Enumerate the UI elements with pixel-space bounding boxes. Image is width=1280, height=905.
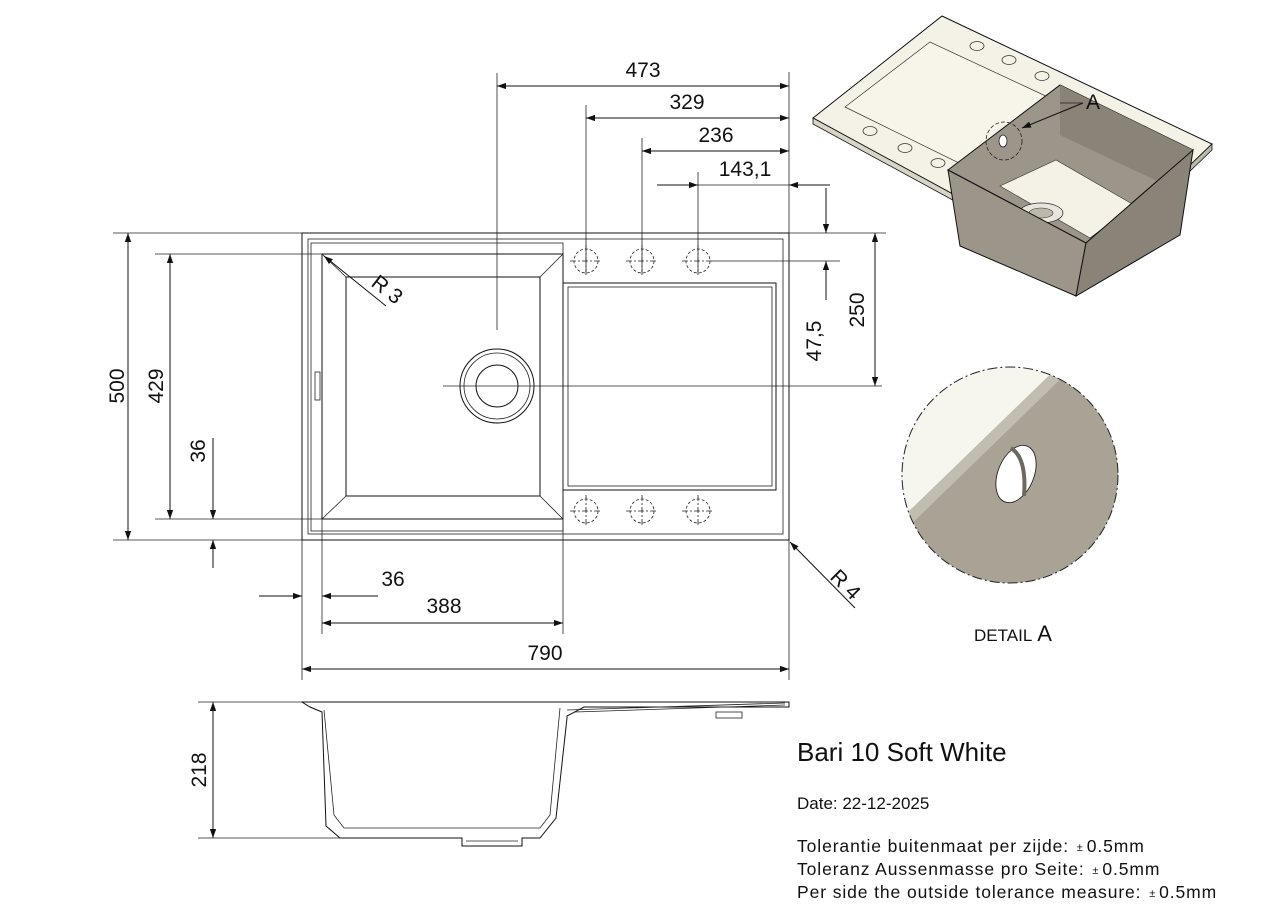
detail-marker-label: A (1086, 91, 1100, 114)
radius-callouts: R 3 R 4 (323, 255, 865, 609)
sink-inner-outline (307, 238, 784, 535)
iso-tap-holes (862, 41, 1050, 168)
tap-hole (570, 495, 602, 527)
radius-r4: R 4 (825, 565, 865, 605)
bottom-dimensions: 36 388 790 (259, 568, 789, 673)
tolerance-line-de: Toleranz Aussenmasse pro Seite: ±0.5mm (797, 859, 1160, 880)
tolerance-line-nl: Tolerantie buitenmaat per zijde: ±0.5mm (797, 836, 1145, 857)
side-clip (715, 711, 743, 719)
drainer (562, 282, 777, 491)
tolerance-text: Per side the outside tolerance measure: (797, 882, 1142, 902)
dim-790: 790 (527, 642, 562, 665)
dim-500: 500 (106, 368, 129, 403)
drawing-date: Date: 22-12-2025 (797, 794, 930, 813)
plus-minus-sign: ± (1092, 865, 1100, 877)
top-dimensions: 473 329 236 143,1 (497, 59, 830, 189)
dim-473: 473 (625, 59, 660, 82)
dim-329: 329 (669, 91, 704, 114)
tolerance-value: 0.5mm (1159, 882, 1218, 902)
tolerance-value: 0.5mm (1102, 859, 1161, 879)
tolerance-text: Toleranz Aussenmasse pro Seite: (797, 859, 1085, 879)
right-dimensions: 47,5 250 (803, 188, 879, 386)
dim-36-horizontal: 36 (381, 568, 404, 591)
tolerance-text: Tolerantie buitenmaat per zijde: (797, 836, 1069, 856)
plus-minus-sign: ± (1076, 842, 1084, 854)
dim-36-vertical: 36 (187, 439, 210, 462)
overflow-slot (314, 371, 321, 401)
left-dimensions: 500 429 36 (106, 233, 217, 568)
dim-47-5: 47,5 (803, 321, 826, 362)
tap-hole (626, 495, 658, 527)
dim-250: 250 (846, 292, 869, 327)
tolerance-value: 0.5mm (1086, 836, 1145, 856)
dim-388: 388 (426, 595, 461, 618)
tolerance-line-en: Per side the outside tolerance measure: … (797, 882, 1217, 903)
product-title: Bari 10 Soft White (797, 737, 1007, 767)
bowl (310, 242, 564, 532)
plan-view: 473 329 236 143,1 500 429 36 47,5 (106, 59, 886, 680)
dim-429: 429 (145, 368, 168, 403)
plus-minus-sign: ± (1149, 888, 1157, 900)
tap-hole (682, 495, 714, 527)
isometric-view: A (812, 15, 1213, 297)
side-view: 218 (188, 701, 790, 847)
dim-236: 236 (698, 124, 733, 147)
sink-outline (301, 232, 790, 541)
dim-218: 218 (188, 752, 211, 787)
dim-143-1: 143,1 (719, 158, 772, 181)
detail-marker-circle (985, 121, 1023, 161)
